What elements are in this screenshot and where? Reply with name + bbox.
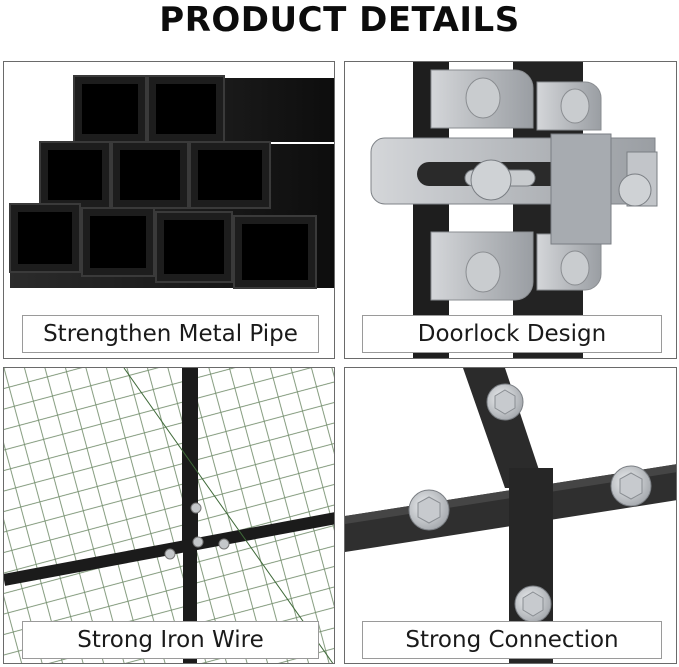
bolt bbox=[610, 465, 652, 507]
caption-connection: Strong Connection bbox=[362, 621, 662, 659]
bolted-joint-image bbox=[345, 368, 676, 663]
wire-mesh-image bbox=[4, 368, 334, 663]
caption-doorlock: Doorlock Design bbox=[362, 315, 662, 353]
pipe-row-bottom bbox=[9, 203, 334, 289]
bolt bbox=[486, 383, 524, 421]
metal-pipes-image bbox=[9, 75, 334, 289]
page-title: PRODUCT DETAILS bbox=[159, 0, 520, 40]
caption-metal-pipe: Strengthen Metal Pipe bbox=[22, 315, 319, 353]
panel-doorlock: Doorlock Design bbox=[344, 61, 677, 359]
panel-metal-pipe: Strengthen Metal Pipe bbox=[3, 61, 335, 359]
panel-connection: Strong Connection bbox=[344, 367, 677, 664]
pipe-row-middle bbox=[39, 141, 334, 210]
door-latch-image bbox=[370, 62, 658, 358]
panel-iron-wire: Strong Iron Wire bbox=[3, 367, 335, 664]
bolt bbox=[408, 489, 450, 531]
pipe-row-top bbox=[73, 75, 334, 143]
caption-iron-wire: Strong Iron Wire bbox=[22, 621, 319, 659]
bolt bbox=[514, 585, 552, 623]
